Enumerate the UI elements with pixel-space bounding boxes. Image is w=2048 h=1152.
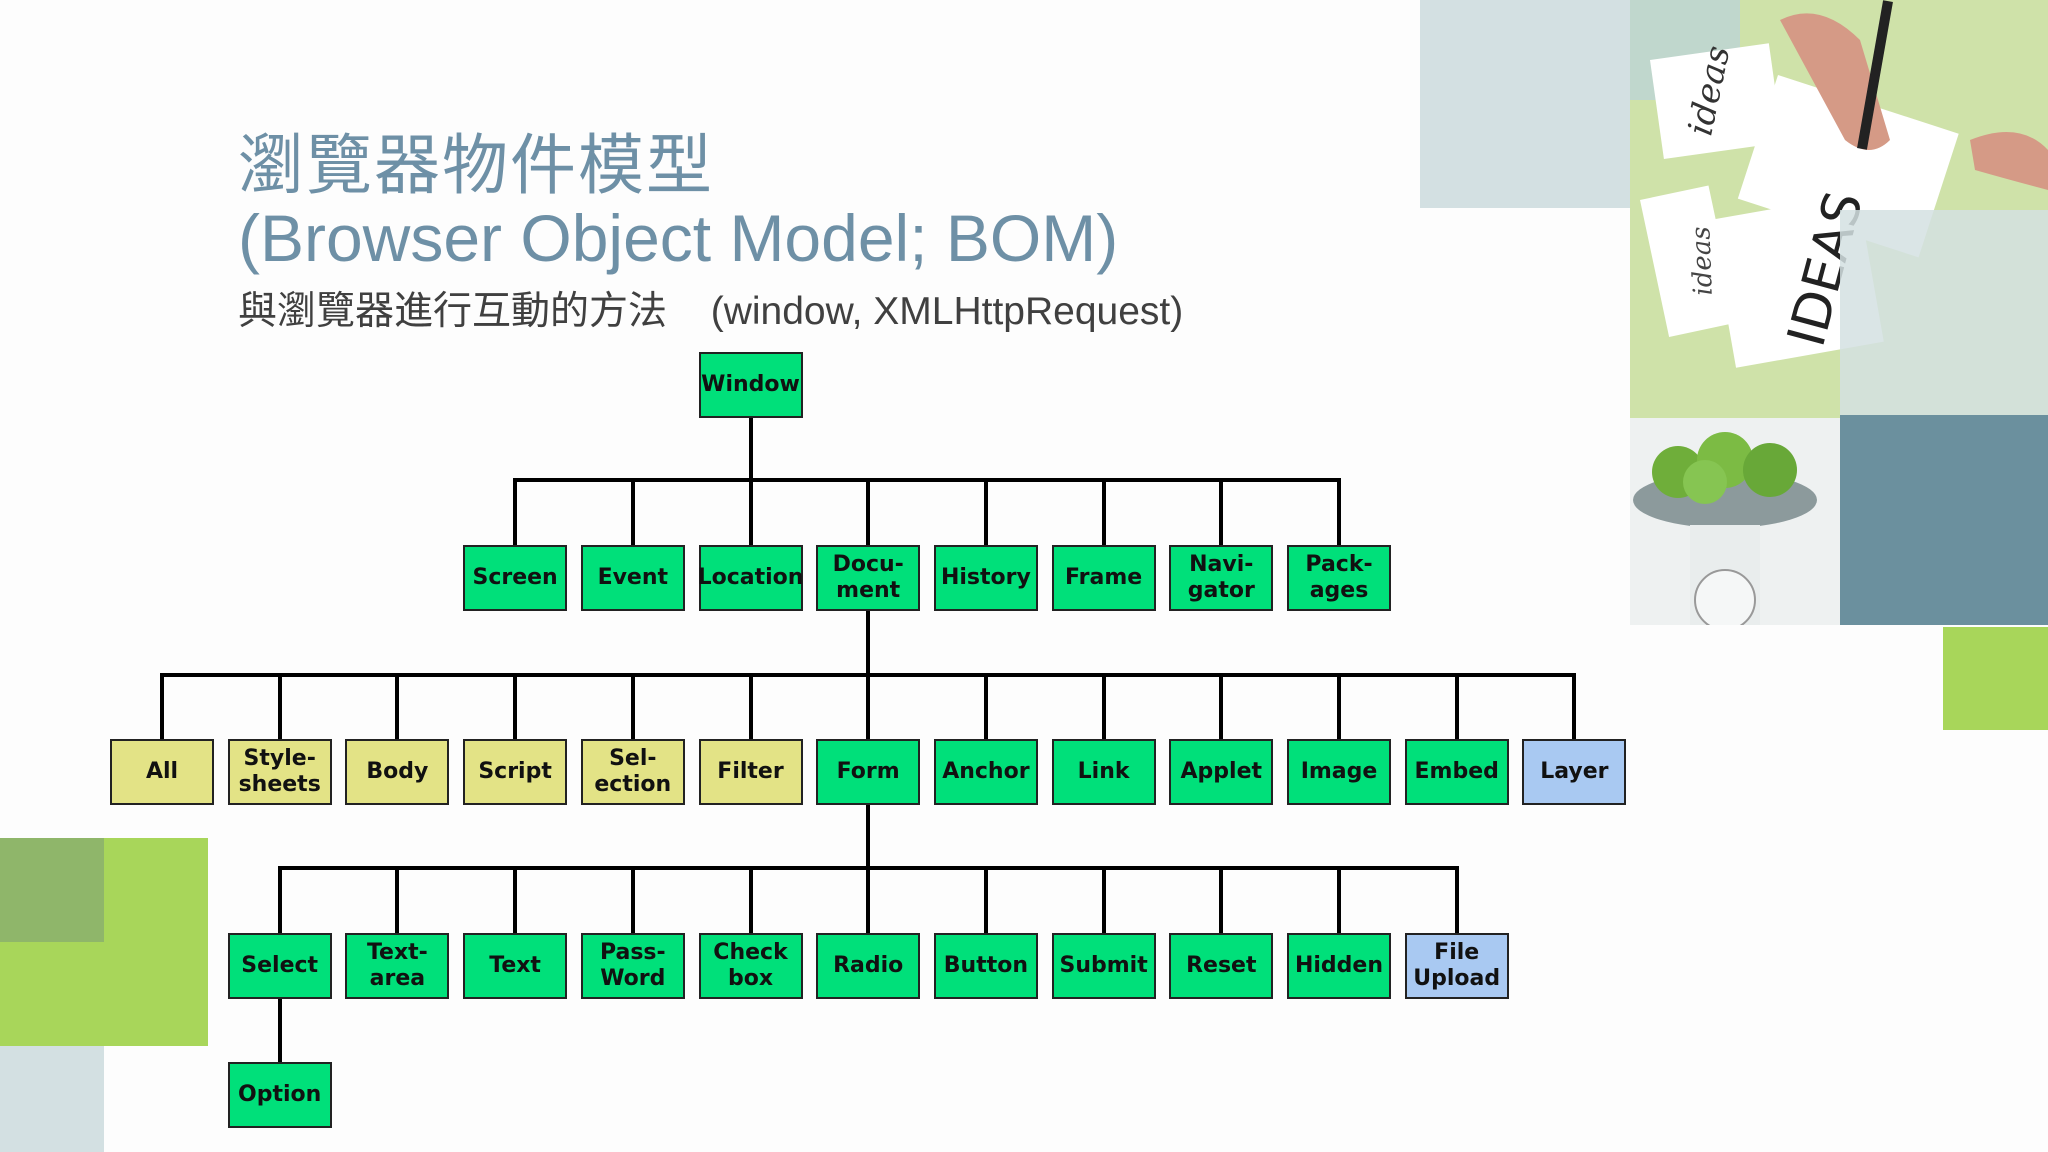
connector-level3-drop — [983, 868, 988, 933]
connector-level3-drop — [1337, 868, 1341, 933]
connector-level2-drop — [277, 675, 282, 739]
node-reset: Reset — [1169, 933, 1274, 999]
connector-level2-drop — [160, 675, 164, 739]
node-location: Location — [698, 545, 803, 611]
slide-title-chinese: 瀏覽器物件模型 — [238, 127, 714, 204]
connector-level3-drop — [1219, 868, 1224, 933]
deco-square-left-gray — [0, 1046, 104, 1152]
node-screen: Screen — [463, 545, 568, 611]
node-checkbox: Check box — [698, 933, 803, 999]
connector-level3-drop — [277, 868, 282, 933]
node-body: Body — [345, 739, 450, 805]
connector-level2-drop — [630, 675, 635, 739]
node-selection: Sel- ection — [580, 739, 685, 805]
connector-select-option — [277, 999, 282, 1062]
node-select: Select — [227, 933, 332, 999]
node-navigator: Navi- gator — [1169, 545, 1274, 611]
connector-level1-drop — [983, 480, 988, 545]
connector-level2-drop — [866, 675, 871, 739]
connector-level2-drop — [513, 675, 518, 739]
node-event: Event — [580, 545, 685, 611]
connector-level1-drop — [1337, 480, 1341, 545]
node-radio: Radio — [816, 933, 921, 999]
node-hidden: Hidden — [1287, 933, 1391, 999]
node-document: Docu- ment — [816, 545, 921, 611]
node-anchor: Anchor — [933, 739, 1038, 805]
node-packages: Pack- ages — [1287, 545, 1391, 611]
connector-level2-drop — [1337, 675, 1341, 739]
deco-square-right-green — [1943, 627, 2048, 730]
connector-level2-drop — [1454, 675, 1459, 739]
connector-level2-drop — [1219, 675, 1224, 739]
subtitle-english: (window, XMLHttpRequest) — [710, 290, 1184, 333]
connector-level3-drop — [866, 868, 871, 933]
node-layer: Layer — [1522, 739, 1627, 805]
connector-level3-drop — [748, 868, 753, 933]
connector-level3-drop — [1101, 868, 1106, 933]
connector-level3-drop — [630, 868, 635, 933]
node-applet: Applet — [1169, 739, 1274, 805]
connector-level1-drop — [866, 480, 871, 545]
node-window: Window — [698, 352, 803, 418]
connector-level2-drop — [983, 675, 988, 739]
connector-level2-drop — [1101, 675, 1106, 739]
node-text: Text — [463, 933, 568, 999]
node-history: History — [933, 545, 1038, 611]
node-frame: Frame — [1051, 545, 1156, 611]
connector-level3-drop — [1454, 868, 1459, 933]
node-fileupload: File Upload — [1404, 933, 1509, 999]
connector-level2-drop — [1572, 675, 1577, 739]
deco-square-left-olive — [0, 838, 104, 942]
node-button: Button — [933, 933, 1038, 999]
node-filter: Filter — [698, 739, 803, 805]
connector-level1-bus — [513, 478, 1341, 482]
node-password: Pass- Word — [580, 933, 685, 999]
connector-level3-drop — [395, 868, 400, 933]
node-option: Option — [227, 1062, 332, 1128]
node-embed: Embed — [1404, 739, 1509, 805]
node-script: Script — [463, 739, 568, 805]
photo-ideas-desk: ideas ideas IDEAS — [1630, 0, 2048, 625]
node-form: Form — [816, 739, 921, 805]
node-stylesheets: Style- sheets — [227, 739, 332, 805]
connector-document-down — [866, 611, 871, 675]
connector-level1-drop — [1219, 480, 1224, 545]
node-link: Link — [1051, 739, 1156, 805]
connector-level1-drop — [513, 480, 518, 545]
node-all: All — [110, 739, 214, 805]
connector-level3-drop — [513, 868, 518, 933]
slide-subtitle: 與瀏覽器進行互動的方法 (window, XMLHttpRequest) — [238, 280, 1183, 336]
connector-level1-drop — [630, 480, 635, 545]
connector-level2-drop — [395, 675, 400, 739]
subtitle-chinese: 與瀏覽器進行互動的方法 — [238, 289, 668, 334]
connector-level1-drop — [1101, 480, 1106, 545]
node-image: Image — [1287, 739, 1391, 805]
slide-title-english: (Browser Object Model; BOM) — [238, 201, 1119, 275]
connector-level1-drop — [748, 480, 753, 545]
connector-form-down — [866, 805, 871, 868]
node-textarea: Text- area — [345, 933, 450, 999]
deco-panel-top-gray — [1420, 0, 1630, 208]
connector-level2-drop — [748, 675, 753, 739]
node-submit: Submit — [1051, 933, 1156, 999]
connector-window-down — [748, 418, 753, 480]
